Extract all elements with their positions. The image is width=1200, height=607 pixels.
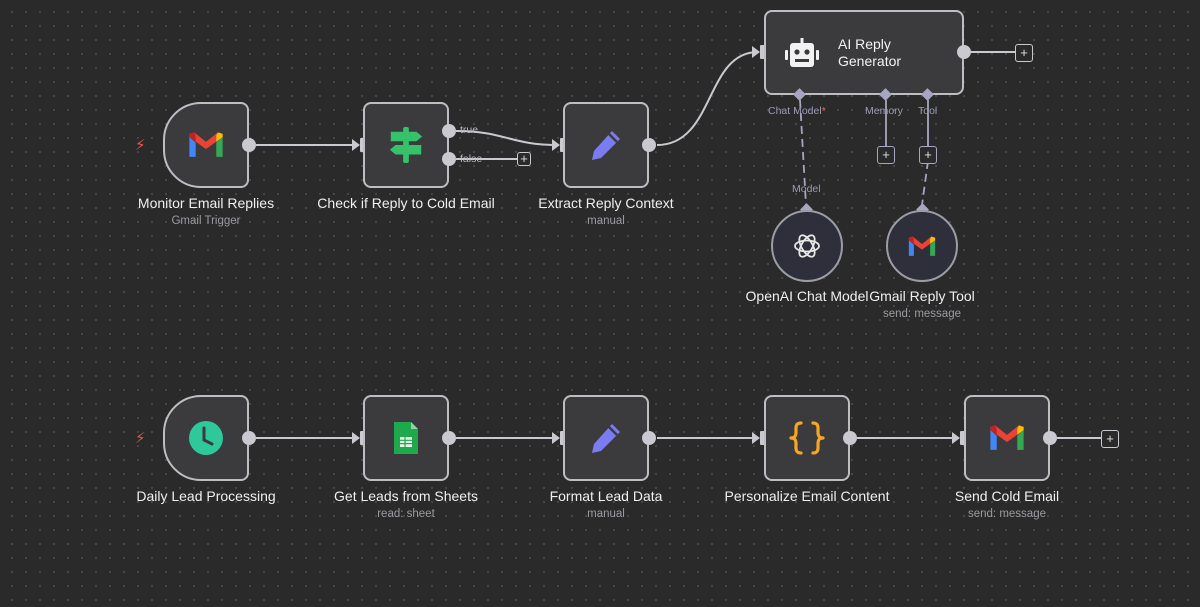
node-title: Daily Lead Processing (136, 488, 276, 504)
node-subtitle: manual (587, 215, 625, 227)
output-port-true[interactable] (442, 124, 456, 138)
node-monitor-email-replies[interactable] (163, 102, 249, 188)
input-port[interactable] (760, 431, 766, 445)
node-check-if-reply[interactable] (363, 102, 449, 188)
input-port[interactable] (760, 45, 766, 59)
required-mark: * (821, 105, 826, 117)
node-subtitle: read: sheet (377, 508, 435, 520)
node-title: Format Lead Data (549, 488, 663, 504)
output-port[interactable] (1043, 431, 1057, 445)
input-port[interactable] (960, 431, 966, 445)
input-label-memory: Memory (865, 105, 903, 117)
arrowhead (352, 139, 360, 151)
output-port[interactable] (843, 431, 857, 445)
signpost-icon (389, 126, 423, 164)
arrowhead (552, 432, 560, 444)
bolt-icon: ⚡︎ (135, 430, 146, 447)
node-extract-reply-context[interactable] (563, 102, 649, 188)
input-label-chat-model: Chat Model* (768, 105, 826, 117)
add-memory-button[interactable]: + (877, 146, 895, 164)
output-port-false[interactable] (442, 152, 456, 166)
openai-icon (794, 234, 820, 258)
google-sheets-icon (394, 422, 418, 454)
add-node-button[interactable]: + (517, 152, 531, 166)
arrowhead (552, 139, 560, 151)
output-port[interactable] (642, 138, 656, 152)
connection-label-model: Model (792, 183, 821, 195)
node-personalize-email-content[interactable] (764, 395, 850, 481)
node-title: Send Cold Email (954, 488, 1060, 504)
robot-icon (785, 37, 819, 67)
pencil-icon (592, 424, 620, 453)
gmail-icon (189, 132, 223, 157)
node-send-cold-email[interactable] (964, 395, 1050, 481)
node-ai-reply-generator[interactable]: AI Reply Generator (764, 10, 964, 95)
branch-label-false: false (460, 153, 483, 165)
edge-true-extract (455, 130, 559, 146)
node-title: Personalize Email Content (724, 488, 890, 504)
node-title: Monitor Email Replies (137, 195, 275, 211)
arrowhead (752, 46, 760, 58)
bolt-icon: ⚡︎ (135, 137, 146, 154)
code-braces-icon (789, 421, 825, 455)
output-port[interactable] (242, 138, 256, 152)
arrowhead (352, 432, 360, 444)
node-get-leads-from-sheets[interactable] (363, 395, 449, 481)
clock-icon (189, 421, 223, 455)
node-subtitle: send: message (883, 308, 961, 320)
output-port[interactable] (957, 45, 971, 59)
input-label-tool: Tool (918, 105, 938, 117)
arrowhead (952, 432, 960, 444)
edge-chatmodel-openai (799, 99, 807, 206)
node-openai-chat-model[interactable] (771, 210, 843, 282)
add-node-button[interactable]: + (1101, 430, 1119, 448)
node-title: Get Leads from Sheets (334, 488, 478, 504)
edge-extract-agent (656, 51, 759, 146)
output-port[interactable] (242, 431, 256, 445)
branch-label-true: true (460, 124, 479, 136)
node-format-lead-data[interactable] (563, 395, 649, 481)
gmail-icon (990, 425, 1024, 450)
edge-tool-gmailtool (921, 160, 929, 206)
node-subtitle: manual (587, 508, 625, 520)
output-port[interactable] (442, 431, 456, 445)
add-node-button[interactable]: + (1015, 44, 1033, 62)
node-subtitle: Gmail Trigger (171, 215, 241, 227)
node-title: Extract Reply Context (538, 195, 674, 211)
output-port[interactable] (642, 431, 656, 445)
node-title: OpenAI Chat Model (745, 288, 869, 304)
node-title: AI Reply Generator (838, 35, 902, 69)
pencil-icon (592, 131, 620, 160)
node-title: Check if Reply to Cold Email (317, 195, 495, 211)
gmail-icon (908, 236, 936, 256)
node-subtitle: send: message (968, 508, 1046, 520)
node-gmail-reply-tool[interactable] (886, 210, 958, 282)
node-title: Gmail Reply Tool (869, 288, 975, 304)
add-tool-button[interactable]: + (919, 146, 937, 164)
node-daily-lead-processing[interactable] (163, 395, 249, 481)
arrowhead (752, 432, 760, 444)
